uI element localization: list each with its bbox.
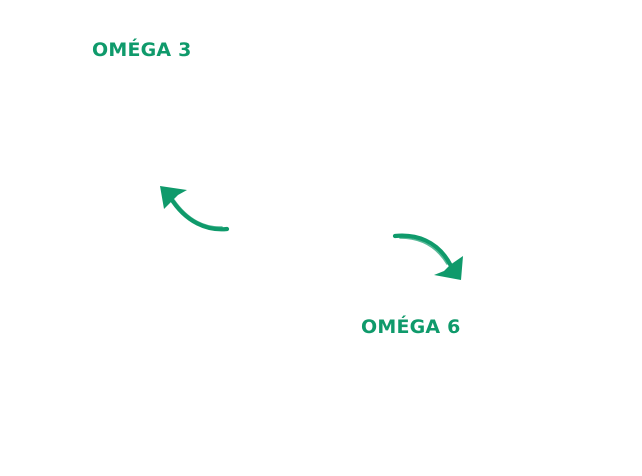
omega-6-label: OMÉGA 6 [361, 316, 461, 338]
curved-arrow-down-right-icon [392, 233, 463, 280]
curved-arrow-up-left-icon [160, 186, 230, 232]
omega-3-label: OMÉGA 3 [92, 39, 192, 61]
